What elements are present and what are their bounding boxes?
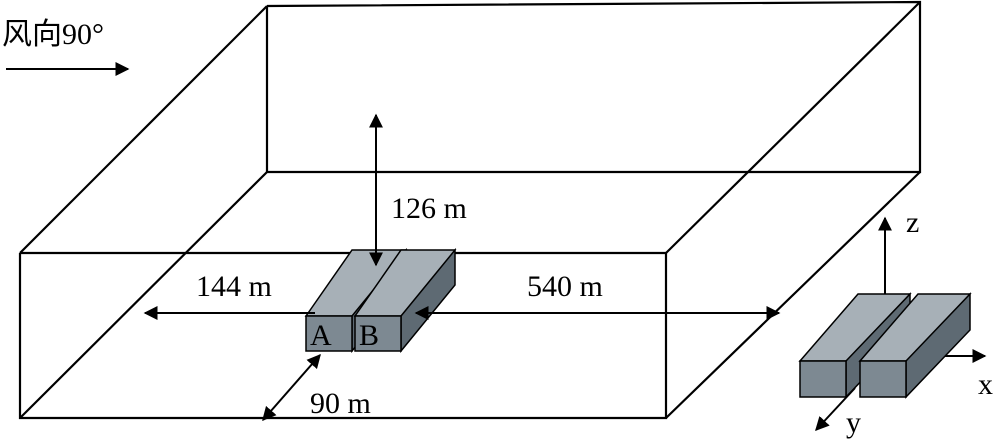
domain-box: [18, 0, 922, 420]
downstream-dimension-label: 540 m: [527, 270, 603, 303]
y-axis-label: y: [846, 406, 861, 439]
z-axis-label: z: [906, 206, 919, 239]
building-a-front: [305, 315, 353, 352]
domain-edge-top-right: [665, 1, 921, 254]
building-b: B: [353, 247, 457, 354]
domain-edge-bottom-left: [19, 171, 268, 419]
building-b-label: B: [359, 319, 379, 352]
domain-edge-top-left: [19, 5, 268, 254]
domain-edge-bottom-right: [665, 171, 921, 419]
upstream-dimension-label: 144 m: [196, 270, 272, 303]
dimension-arrows: [143, 113, 781, 422]
domain-back-face: [265, 0, 922, 174]
wind-indicator: 风向90°: [2, 18, 130, 76]
height-dimension-label: 126 m: [391, 192, 467, 225]
building-a-label: A: [310, 319, 332, 352]
inset-building-left-front: [799, 360, 847, 398]
inset-building-right-front: [859, 360, 907, 398]
coordinate-inset: z x y: [798, 206, 993, 439]
building-b-front: [354, 315, 402, 352]
wind-direction-label: 风向90°: [2, 18, 104, 51]
lateral-dimension-label: 90 m: [310, 387, 371, 420]
lateral-dimension-arrow: [262, 353, 321, 422]
x-axis-label: x: [978, 368, 993, 401]
